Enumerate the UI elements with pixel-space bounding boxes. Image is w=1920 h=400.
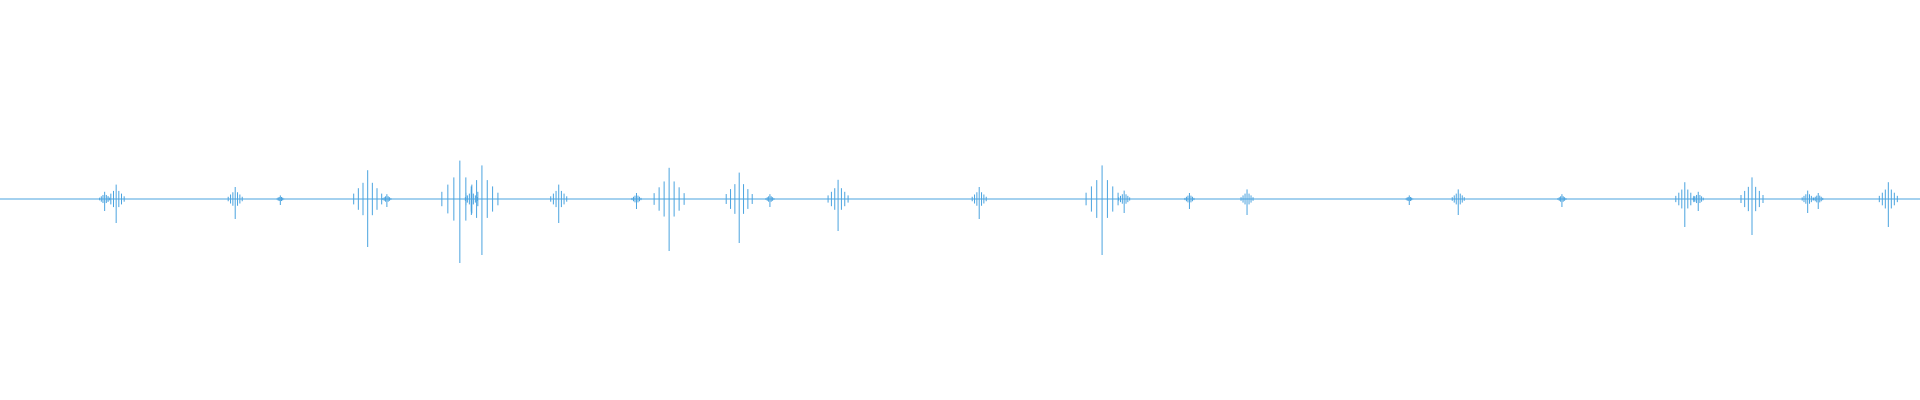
waveform-bursts — [99, 160, 1898, 263]
